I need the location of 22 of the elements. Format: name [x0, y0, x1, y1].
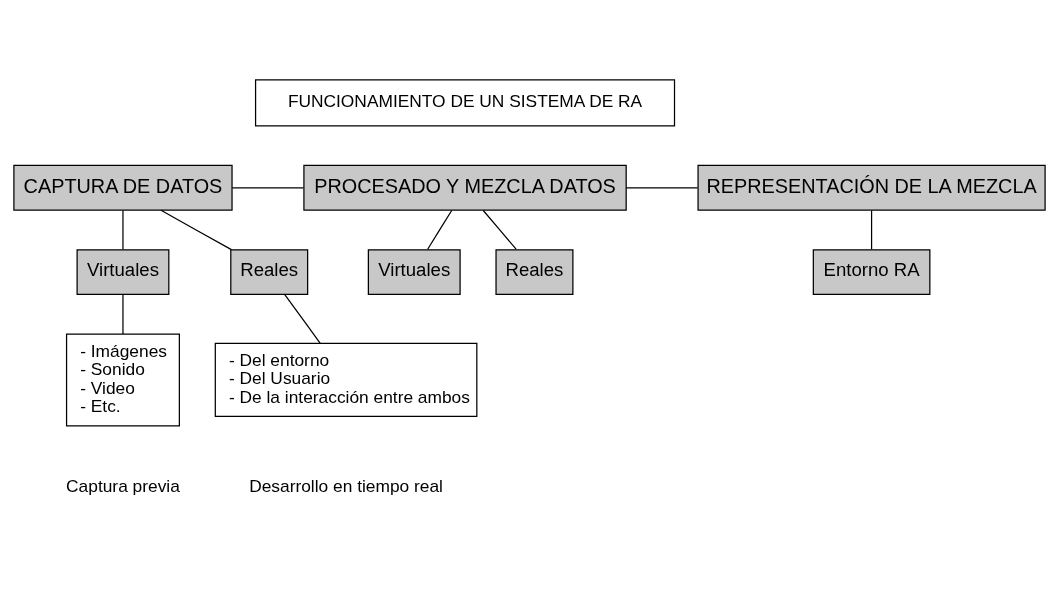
- node-box: - Imágenes - Sonido - Video - Etc.: [65, 332, 180, 426]
- connector: [122, 209, 124, 250]
- connector: [160, 209, 232, 250]
- node-box: - Del entorno - Del Usuario - De la interacción entre ambos: [214, 342, 478, 417]
- connector: [625, 186, 699, 188]
- node-box: Virtuales: [76, 248, 170, 295]
- connector: [870, 209, 873, 250]
- node-box: CAPTURA DE DATOS: [13, 164, 233, 211]
- connector: [284, 293, 321, 344]
- connector: [122, 293, 124, 334]
- connector: [427, 209, 453, 250]
- node-box: Entorno RA: [812, 248, 931, 295]
- connector: [482, 209, 517, 250]
- label: Desarrollo en tiempo real: [249, 475, 443, 496]
- node-box: Virtuales: [367, 248, 461, 295]
- node-box: Reales: [495, 248, 574, 295]
- node-box: Reales: [230, 248, 309, 295]
- node-box: FUNCIONAMIENTO DE UN SISTEMA DE RA: [254, 78, 676, 126]
- connector: [231, 186, 305, 188]
- label: Captura previa: [66, 475, 180, 496]
- node-box: PROCESADO Y MEZCLA DATOS: [303, 164, 627, 211]
- node-box: REPRESENTACIÓN DE LA MEZCLA: [697, 164, 1046, 211]
